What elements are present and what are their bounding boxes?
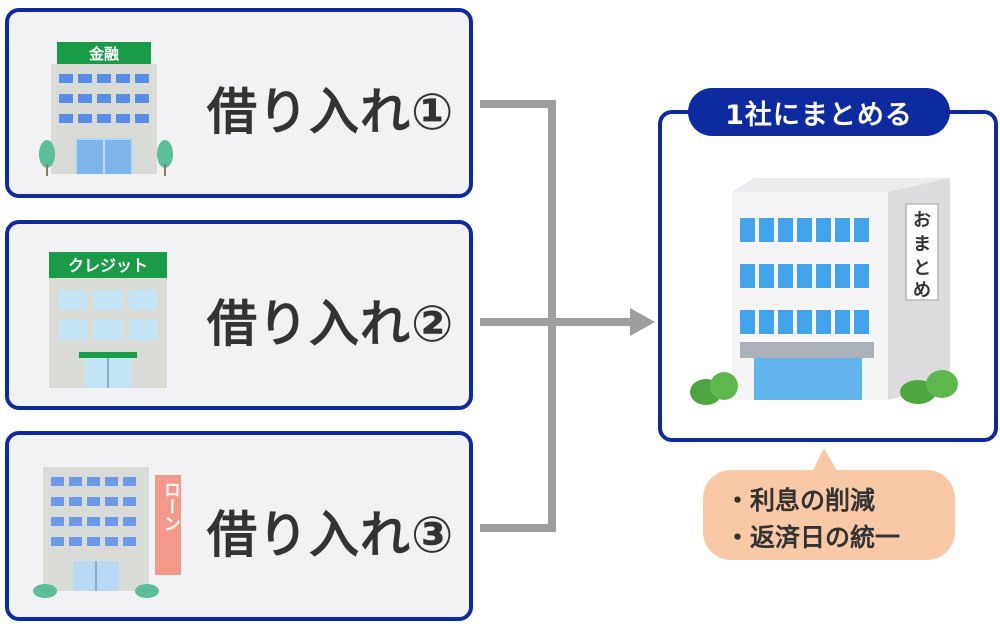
consolidation-building-icon: お ま と め xyxy=(690,178,958,405)
loan-label-1: 借り入れ① xyxy=(207,83,455,141)
loan-building-icon xyxy=(33,467,181,598)
connector-3 xyxy=(480,322,556,532)
loan-sign: ローン xyxy=(160,481,180,532)
finance-sign: 金融 xyxy=(88,45,119,63)
bubble-pointer xyxy=(810,448,840,476)
consolidation-label: 1社にまとめる xyxy=(688,88,950,136)
matome-sign-char-1: お xyxy=(913,210,931,231)
connector-1 xyxy=(480,100,556,322)
loan-label-2: 借り入れ② xyxy=(207,295,455,353)
credit-building-icon: クレジット xyxy=(49,252,167,388)
arrow-head xyxy=(630,308,655,336)
benefit-item-1: ・利息の削減 xyxy=(725,486,876,515)
benefit-item-2: ・返済日の統一 xyxy=(725,523,901,552)
matome-sign-char-2: ま xyxy=(913,234,931,255)
finance-building-icon: 金融 xyxy=(39,42,173,176)
loan-box-2: クレジット 借り入れ② xyxy=(5,220,473,410)
matome-sign-char-4: め xyxy=(913,280,931,301)
loan-box-1: 金融 借り入れ① xyxy=(5,8,473,198)
matome-sign-char-3: と xyxy=(913,258,931,279)
loan-box-3: ローン 借り入れ③ xyxy=(5,431,473,621)
benefit-bubble: ・利息の削減 ・返済日の統一 xyxy=(703,470,955,560)
loan-label-3: 借り入れ③ xyxy=(207,506,455,564)
credit-sign: クレジット xyxy=(68,256,148,275)
